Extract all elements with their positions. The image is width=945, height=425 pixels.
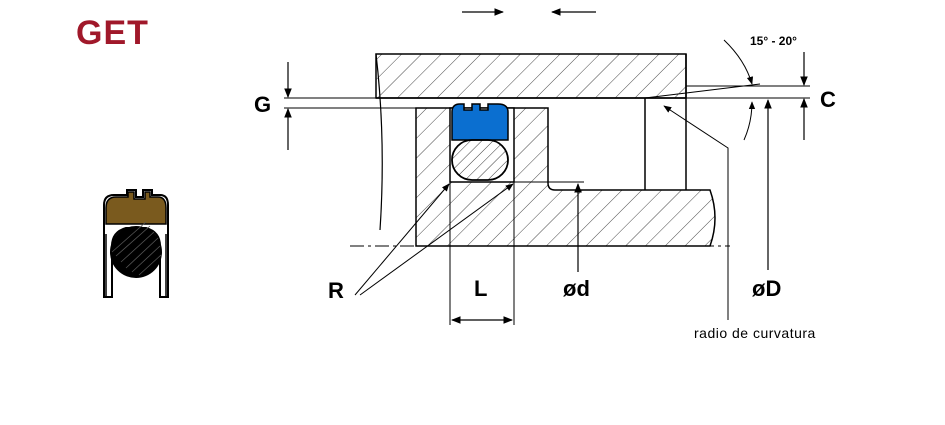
label-c: C xyxy=(820,87,836,112)
page-title: GET xyxy=(76,14,149,52)
curvature-leader xyxy=(663,105,729,320)
label-curvature-note: radio de curvatura xyxy=(694,325,816,341)
seal-profile-cap xyxy=(105,191,167,225)
dimension-c xyxy=(644,39,810,141)
label-d-large: øD xyxy=(752,276,782,301)
dimension-l xyxy=(449,182,515,325)
radius-leaders xyxy=(354,183,514,296)
label-g: G xyxy=(254,92,272,117)
oring-thumbnail xyxy=(110,226,162,278)
seal-cap-blue xyxy=(451,103,509,141)
oring-section xyxy=(451,139,509,181)
seal-in-groove xyxy=(451,103,509,181)
dimension-d xyxy=(514,181,584,272)
seal-profile-thumbnail xyxy=(103,189,169,298)
label-r: R xyxy=(328,278,344,303)
label-l: L xyxy=(474,276,488,301)
label-d-small: ød xyxy=(563,276,590,301)
dimension-g xyxy=(284,62,416,150)
label-angle: 15° - 20° xyxy=(750,34,797,48)
